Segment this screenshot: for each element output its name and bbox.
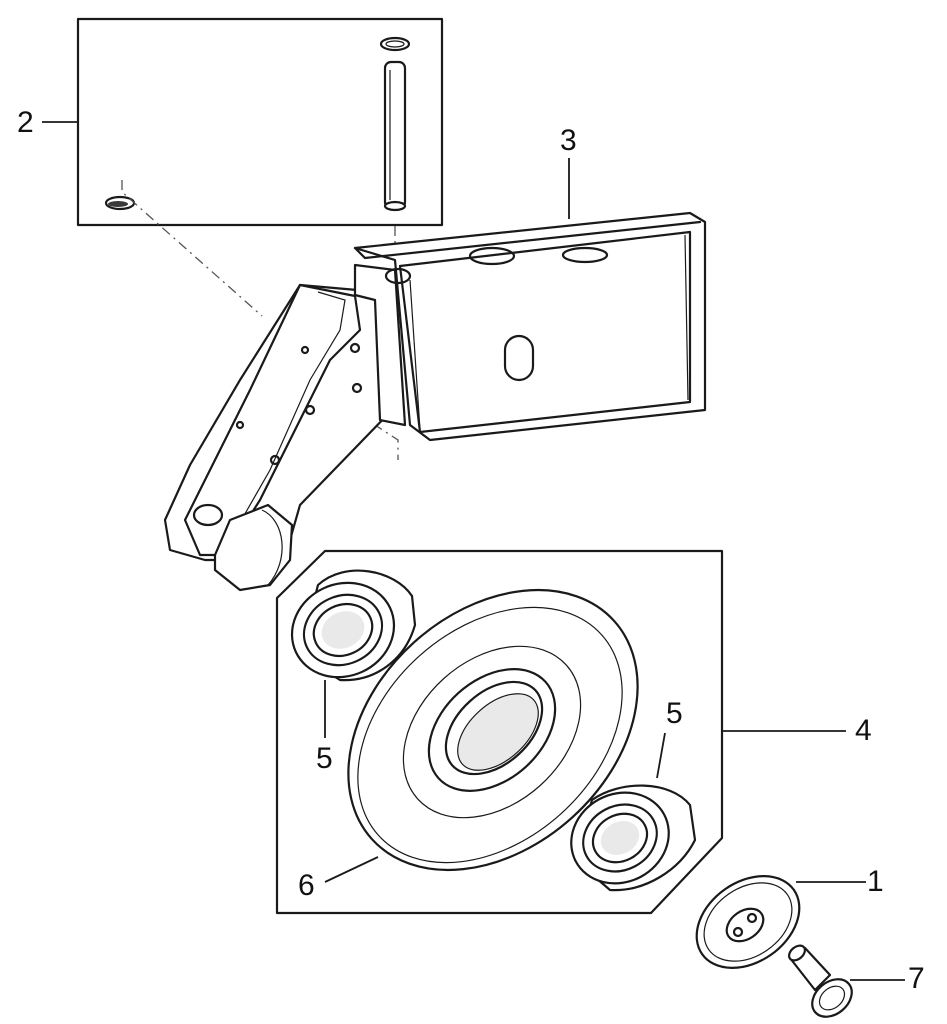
part-3-housing <box>163 211 707 592</box>
part-4-assembly-box <box>275 549 724 915</box>
part-7-bolt-icon <box>788 944 853 1018</box>
callout-2: 2 <box>17 106 34 139</box>
callout-5-right: 5 <box>666 697 683 730</box>
callout-5-left: 5 <box>316 742 333 775</box>
callout-4: 4 <box>855 714 872 747</box>
part-1-washer-icon <box>695 875 801 969</box>
part-5-bearing-icon <box>570 784 697 892</box>
callout-6: 6 <box>298 869 315 902</box>
callout-3: 3 <box>560 124 577 157</box>
leader-lines <box>42 121 905 981</box>
pin-icon <box>383 60 407 212</box>
callout-1: 1 <box>867 865 884 898</box>
callout-7: 7 <box>908 962 925 995</box>
circlip-icon <box>379 36 411 52</box>
part-2-box <box>76 17 444 227</box>
part-6-wheel-disc-icon <box>347 588 639 872</box>
part-5-bearing-icon <box>290 569 417 682</box>
